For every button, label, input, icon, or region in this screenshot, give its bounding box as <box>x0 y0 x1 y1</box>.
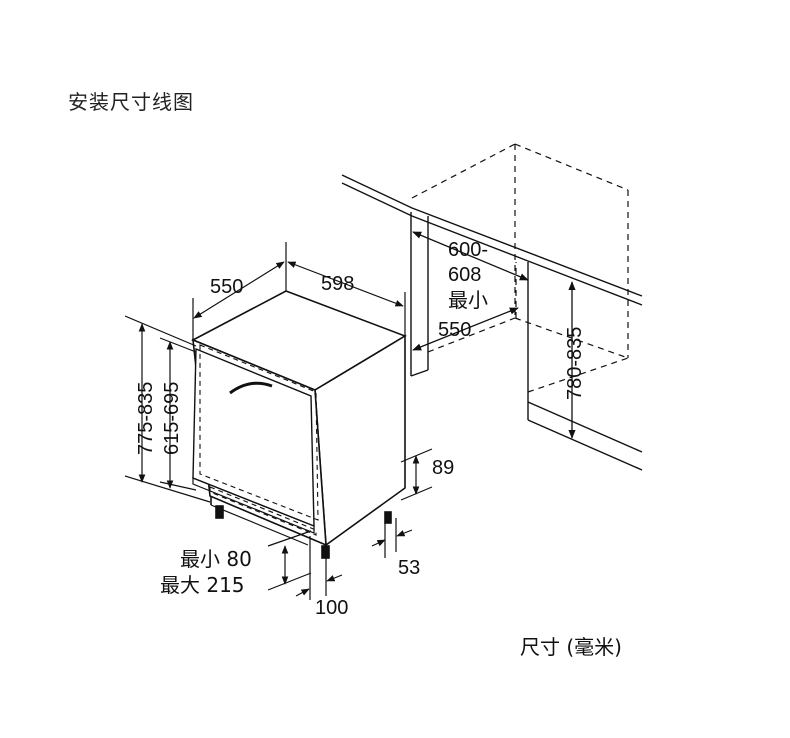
dim-height-total: 775-835 <box>135 382 157 455</box>
dim-niche-depth-2: 608 <box>448 264 481 286</box>
dim-niche-depth-3: 最小 <box>448 288 488 312</box>
foot-front-right <box>321 545 330 559</box>
units-label: 尺寸 (毫米) <box>520 635 622 659</box>
page-title: 安装尺寸线图 <box>68 90 194 114</box>
dim-width: 598 <box>321 273 354 295</box>
dim-depth: 550 <box>210 276 243 298</box>
dishwasher <box>191 290 407 559</box>
dim-plinth-recess: 53 <box>398 557 420 579</box>
foot-rear-right <box>384 511 392 524</box>
dimension-lines <box>124 242 433 600</box>
dim-height-door: 615-695 <box>161 382 183 455</box>
cabinet-niche <box>341 143 643 471</box>
dim-plinth-height: 89 <box>432 457 454 479</box>
dishwasher-plinth <box>209 486 317 536</box>
foot-front-left <box>215 505 224 519</box>
dim-niche-depth-4: 550 <box>438 319 471 341</box>
dim-plinth-offset-min: 最小 80 <box>180 547 252 571</box>
door-handle <box>229 381 273 395</box>
dim-niche-height: 780-835 <box>564 327 586 400</box>
dim-foot-distance: 100 <box>315 597 348 619</box>
dim-niche-depth-1: 600- <box>448 239 488 261</box>
countertop-lower-edge <box>341 182 643 306</box>
countertop <box>341 174 643 297</box>
dim-plinth-offset-max: 最大 215 <box>160 573 245 597</box>
